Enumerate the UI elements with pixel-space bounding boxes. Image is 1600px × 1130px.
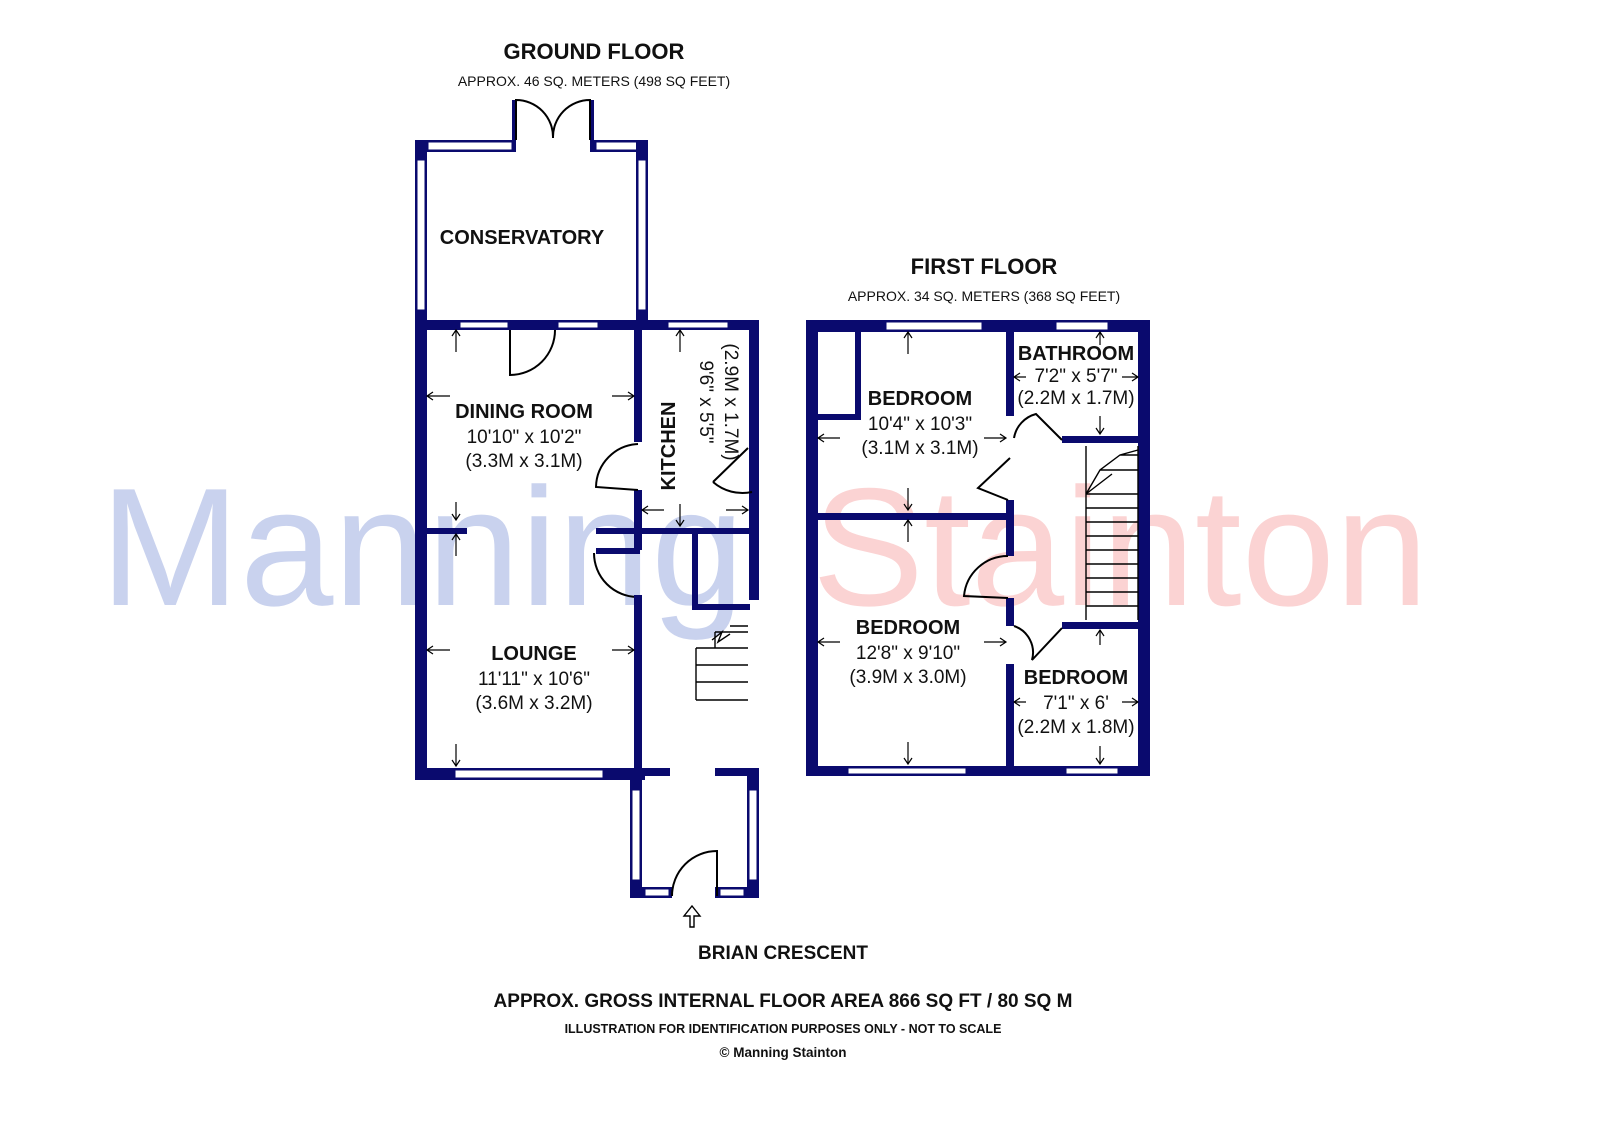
front-door xyxy=(671,849,718,897)
wall xyxy=(630,768,670,776)
dimension-arrows xyxy=(425,328,750,768)
window xyxy=(885,321,983,331)
conservatory-label: CONSERVATORY xyxy=(440,227,605,249)
bedroom-2-metric: (3.9M x 3.0M) xyxy=(849,667,966,688)
lounge-imperial: 11'11" x 10'6" xyxy=(478,669,590,690)
wall xyxy=(692,604,750,610)
wall xyxy=(816,414,861,420)
window xyxy=(719,888,745,897)
wall xyxy=(590,100,594,152)
gross-area: APPROX. GROSS INTERNAL FLOOR AREA 866 SQ… xyxy=(494,991,1073,1012)
dimension-arrows xyxy=(816,330,1140,766)
staircase xyxy=(1085,446,1139,620)
door xyxy=(962,554,1009,599)
ground-floor-title: GROUND FLOOR xyxy=(504,39,685,64)
door xyxy=(594,443,639,491)
window xyxy=(557,321,599,329)
door xyxy=(593,552,639,598)
window xyxy=(1055,321,1109,331)
wall xyxy=(1006,330,1014,416)
disclaimer: ILLUSTRATION FOR IDENTIFICATION PURPOSES… xyxy=(565,1022,1002,1036)
wall xyxy=(1062,436,1142,443)
bedroom-3-metric: (2.2M x 1.8M) xyxy=(1017,717,1134,738)
bathroom-label: BATHROOM xyxy=(1018,343,1134,365)
watermark-stainton: Stainton xyxy=(812,453,1428,641)
window xyxy=(1065,767,1119,775)
window xyxy=(459,321,509,329)
wall xyxy=(1006,500,1014,556)
wall xyxy=(816,513,1012,520)
bedroom-3-label: BEDROOM xyxy=(1024,667,1128,689)
lounge-label: LOUNGE xyxy=(491,643,577,665)
kitchen-label: KITCHEN xyxy=(658,402,680,491)
bathroom-metric: (2.2M x 1.7M) xyxy=(1017,388,1134,409)
bedroom-3-imperial: 7'1" x 6' xyxy=(1043,693,1109,714)
window xyxy=(748,789,758,881)
kitchen-text-group: KITCHEN xyxy=(658,402,680,491)
door xyxy=(976,457,1011,501)
wall xyxy=(749,320,759,490)
door xyxy=(712,481,753,495)
bathroom-imperial: 7'2" x 5'7" xyxy=(1034,366,1117,387)
window xyxy=(667,321,729,329)
wall xyxy=(692,534,698,608)
bedroom-1-imperial: 10'4" x 10'3" xyxy=(868,414,972,435)
window xyxy=(637,159,647,311)
bedroom-1-metric: (3.1M x 3.1M) xyxy=(861,438,978,459)
ground-floor-plan xyxy=(415,98,759,928)
door xyxy=(509,329,556,377)
wall xyxy=(806,320,818,776)
door xyxy=(1013,412,1063,441)
wall xyxy=(1138,320,1150,776)
wall xyxy=(512,100,516,152)
first-floor-area: APPROX. 34 SQ. METERS (368 SQ FEET) xyxy=(848,288,1120,304)
bedroom-1-label: BEDROOM xyxy=(868,388,972,410)
wall xyxy=(1006,598,1014,626)
kitchen-metric: (2.9M x 1.7M) xyxy=(720,343,741,460)
french-door xyxy=(515,98,555,140)
wall xyxy=(427,528,467,534)
wall xyxy=(749,490,759,600)
entrance-arrow-icon xyxy=(682,904,702,928)
ground-floor-area: APPROX. 46 SQ. METERS (498 SQ FEET) xyxy=(458,73,730,89)
window xyxy=(644,888,670,897)
lounge-metric: (3.6M x 3.2M) xyxy=(475,693,592,714)
copyright: © Manning Stainton xyxy=(720,1045,847,1060)
first-floor-title: FIRST FLOOR xyxy=(911,254,1058,279)
wall xyxy=(634,595,642,780)
dining-room-imperial: 10'10" x 10'2" xyxy=(467,427,582,448)
window xyxy=(427,141,513,151)
window xyxy=(416,159,426,311)
street-name: BRIAN CRESCENT xyxy=(698,943,868,964)
wall xyxy=(596,548,640,554)
wall xyxy=(1062,622,1142,629)
wall xyxy=(855,330,861,418)
door xyxy=(1013,625,1063,661)
window xyxy=(631,789,641,881)
door xyxy=(712,447,749,483)
dining-room-metric: (3.3M x 3.1M) xyxy=(465,451,582,472)
wall xyxy=(1006,664,1014,768)
bedroom-2-imperial: 12'8" x 9'10" xyxy=(856,643,960,664)
staircase xyxy=(695,625,748,701)
wall xyxy=(634,320,642,442)
kitchen-imperial: 9'6" x 5'5" xyxy=(695,360,716,443)
dining-room-label: DINING ROOM xyxy=(455,401,593,423)
window xyxy=(847,767,967,775)
wall xyxy=(806,766,1150,776)
wall xyxy=(596,528,750,534)
wall xyxy=(715,768,759,776)
kitchen-dims-group: 9'6" x 5'5" (2.9M x 1.7M) xyxy=(695,343,741,460)
window xyxy=(454,769,604,779)
first-floor-plan xyxy=(806,320,1150,776)
window xyxy=(595,141,639,151)
wall xyxy=(634,490,642,550)
french-door xyxy=(551,98,591,140)
bedroom-2-label: BEDROOM xyxy=(856,617,960,639)
